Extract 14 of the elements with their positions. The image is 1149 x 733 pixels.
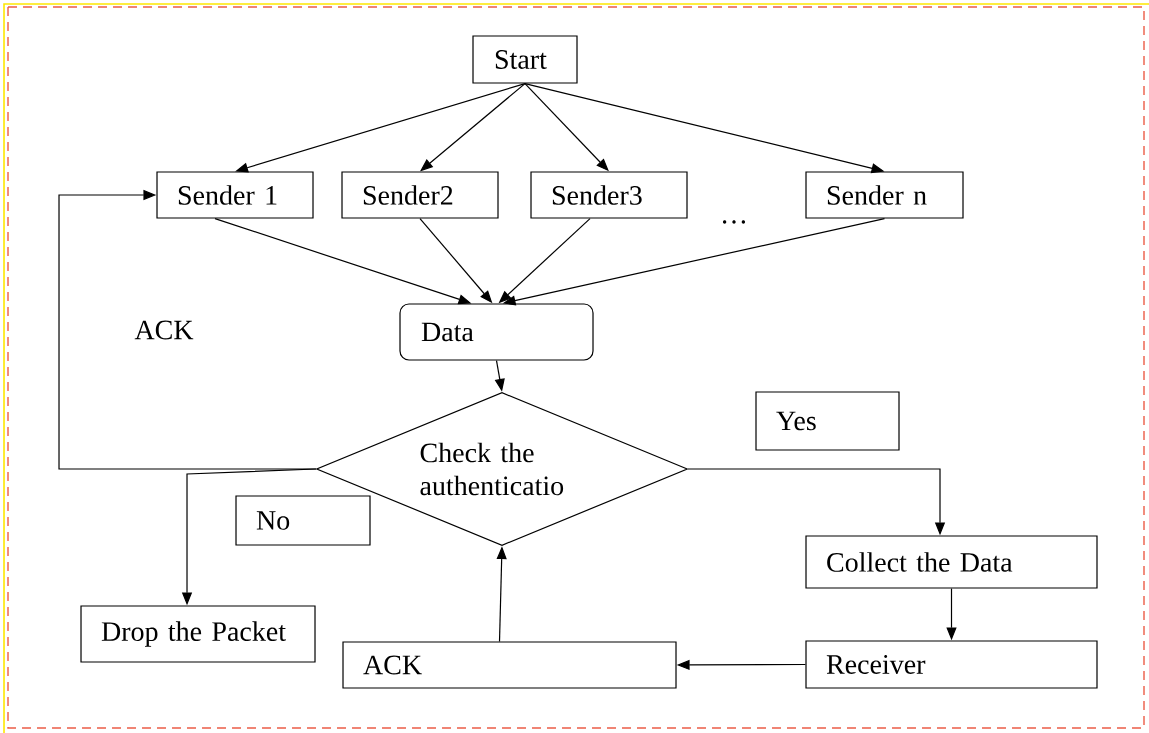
process-box: ACK [342,641,677,689]
process-box: Drop the Packet [80,605,316,663]
process-box: Sender3 [530,171,688,219]
process-box: Receiver [805,640,1098,689]
text-label: ACK [134,320,194,340]
process-box: Sender2 [341,171,499,219]
process-box: Start [472,35,578,84]
process-box: Sender n [805,171,964,219]
process-box: Sender 1 [156,171,314,219]
label-box: No [235,495,371,546]
label-box: Yes [755,391,900,451]
rounded-box: Data [399,303,594,361]
process-box: Collect the Data [805,535,1098,589]
ellipsis: … [722,220,746,224]
